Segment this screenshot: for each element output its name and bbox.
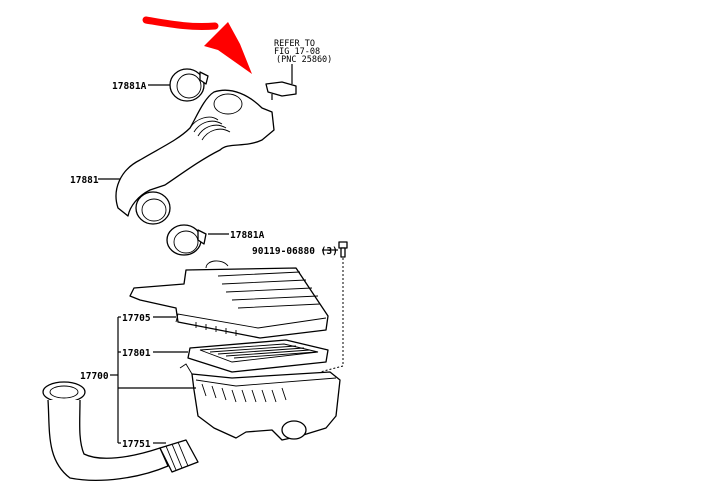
label-17881: 17881 [70, 175, 99, 186]
label-17751: 17751 [122, 439, 151, 450]
air-hose [115, 89, 275, 225]
label-17881a-upper: 17881A [112, 81, 147, 92]
sensor-part [265, 81, 297, 100]
air-inlet-duct [42, 381, 199, 482]
air-cleaner-cap [129, 260, 329, 339]
reference-note-line1: REFER TO [274, 39, 315, 49]
filter-element [187, 339, 329, 373]
bolt-part [338, 241, 348, 258]
reference-note-line2: FIG 17-08 [274, 47, 320, 57]
red-annotation-arrow [142, 16, 252, 74]
upper-clamp [169, 68, 209, 102]
air-cleaner-case [179, 363, 341, 441]
lower-clamp [166, 224, 207, 256]
label-bolt: 90119-06880 (3) [252, 246, 338, 257]
label-17801: 17801 [122, 348, 151, 359]
label-17881a-lower: 17881A [230, 230, 265, 241]
label-17705: 17705 [122, 313, 151, 324]
reference-note-line3: (PNC 25860) [276, 55, 332, 65]
label-17700: 17700 [80, 371, 109, 382]
